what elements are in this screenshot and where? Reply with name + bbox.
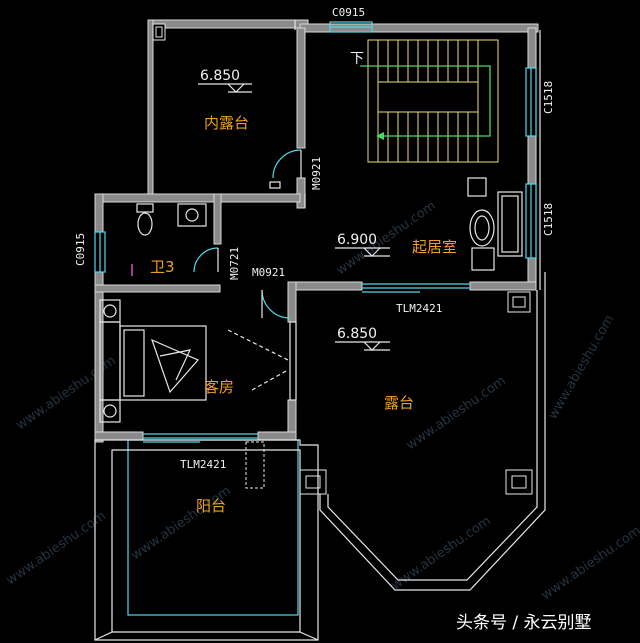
door-swing-1 xyxy=(272,149,302,179)
label-guest-room: 客房 xyxy=(204,378,234,396)
credit-text: 头条号 / 永云别墅 xyxy=(456,613,592,633)
sofa-icon xyxy=(497,191,523,257)
wall-top-right xyxy=(299,23,539,33)
wall-left-top xyxy=(94,193,104,233)
walls xyxy=(94,19,539,495)
elevation-markers: 6.850 6.900 6.850 xyxy=(198,68,390,351)
wall-right-top xyxy=(527,27,537,69)
label-balcony: 阳台 xyxy=(196,497,226,515)
tag-sliding-door-1: TLM2421 xyxy=(396,302,442,315)
watermark-3: www.abieshu.com xyxy=(404,373,509,453)
stair-landing xyxy=(377,81,479,113)
wall-bathroom-top xyxy=(94,193,301,203)
toilet-tank-icon xyxy=(136,203,154,213)
terrace-railing xyxy=(327,290,538,581)
tag-window-top: C0915 xyxy=(332,6,365,19)
stair-treads-top xyxy=(377,40,479,82)
wall-right-mid xyxy=(527,135,537,185)
wardrobe-icon xyxy=(99,321,121,401)
door-step-1 xyxy=(269,181,281,189)
wall-left-lower xyxy=(94,271,104,443)
bed-headboard-icon xyxy=(123,329,145,397)
label-inner-terrace: 内露台 xyxy=(204,114,249,132)
elevation-marker-living: 6.900 xyxy=(335,232,390,257)
terrace-outer xyxy=(319,272,546,591)
door-swing-3 xyxy=(261,289,291,319)
column-terrace-left xyxy=(299,469,327,495)
column-terrace-top-right-inner xyxy=(512,296,526,308)
balcony xyxy=(94,439,319,641)
outer-lines xyxy=(294,20,541,290)
wall-living-terrace-right xyxy=(469,281,537,291)
elevation-terrace: 6.850 xyxy=(337,326,377,342)
column-terrace-top-right xyxy=(507,291,531,313)
tag-door-m0921: M0921 xyxy=(252,266,285,279)
armchair-bottom-icon xyxy=(471,247,495,271)
elevation-living: 6.900 xyxy=(337,232,377,248)
wall-bath-right xyxy=(213,193,222,245)
column-terrace-left-inner xyxy=(305,475,321,489)
doors xyxy=(193,149,302,319)
coffee-table-icon xyxy=(469,209,495,247)
label-bathroom: 卫3 xyxy=(150,258,175,276)
tag-sliding-door-2: TLM2421 xyxy=(180,458,226,471)
wall-top-left xyxy=(147,19,309,29)
stair: 下 xyxy=(350,39,499,163)
tag-door-m0921-vertical: M0921 xyxy=(310,157,323,190)
lamp-top-icon xyxy=(103,304,117,318)
door-swing-2 xyxy=(193,247,219,273)
label-living-room: 起居室 xyxy=(412,238,457,256)
guest-diag-2 xyxy=(251,369,289,391)
balcony-corner-br xyxy=(299,631,319,641)
watermark-4: www.abieshu.com xyxy=(129,483,234,563)
tag-door-m0721: M0721 xyxy=(228,247,241,280)
tag-window-left: C0915 xyxy=(74,233,87,266)
wall-guest-bottom-right xyxy=(257,431,297,441)
room-labels: 内露台 起居室 卫3 客房 露台 阳台 xyxy=(150,114,457,515)
sofa-inner-icon xyxy=(501,195,519,253)
guest-diag-1 xyxy=(227,329,289,361)
label-terrace: 露台 xyxy=(384,394,414,412)
sink-basin-icon xyxy=(185,208,199,222)
wall-guest-bottom-left xyxy=(94,431,144,441)
lamp-bottom-icon xyxy=(103,404,117,418)
wall-guest-living xyxy=(289,281,363,291)
stair-path-arrow xyxy=(360,65,491,137)
elevation-marker-inner-terrace: 6.850 xyxy=(198,68,252,93)
watermark-6: www.abieshu.com xyxy=(539,523,640,603)
wall-guest-right-top xyxy=(287,281,297,323)
wall-inner-terrace-left xyxy=(147,19,154,201)
column-top-left xyxy=(152,23,166,41)
tag-window-right-1: C1518 xyxy=(542,81,555,114)
toilet-bowl-icon xyxy=(137,212,153,236)
elevation-marker-terrace: 6.850 xyxy=(335,326,390,351)
stair-direction-label: 下 xyxy=(350,51,364,67)
wall-terrace-stair-lower xyxy=(296,177,306,209)
wall-terrace-stair xyxy=(296,27,306,149)
watermark-1: www.abieshu.com xyxy=(4,508,109,588)
bed-icon xyxy=(119,325,207,401)
column-terrace-right-inner xyxy=(511,475,527,489)
armchair-top-icon xyxy=(467,177,487,197)
balcony-corner-bl xyxy=(94,631,113,641)
furniture xyxy=(99,177,523,423)
sink-icon xyxy=(177,203,207,227)
stair-treads-bottom xyxy=(377,112,479,162)
tag-window-right-2: C1518 xyxy=(542,203,555,236)
elevation-inner-terrace: 6.850 xyxy=(200,68,240,84)
coffee-table-inner-icon xyxy=(474,215,490,241)
wall-bath-guest xyxy=(94,284,221,293)
balcony-railing xyxy=(111,449,301,633)
bed-sheet-icon xyxy=(150,338,199,394)
stair-outline xyxy=(367,39,499,163)
column-terrace-right xyxy=(505,469,533,495)
opening-tags: C0915 C0915 C1518 C1518 M0921 M0721 M092… xyxy=(74,6,555,471)
balcony-fixture xyxy=(245,441,265,489)
stair-arrowhead xyxy=(376,132,384,140)
terrace xyxy=(319,272,546,591)
guest-right-opening xyxy=(289,321,297,401)
column-top-left-inner xyxy=(155,26,163,38)
watermark-8: www.abieshu.com xyxy=(545,312,617,422)
